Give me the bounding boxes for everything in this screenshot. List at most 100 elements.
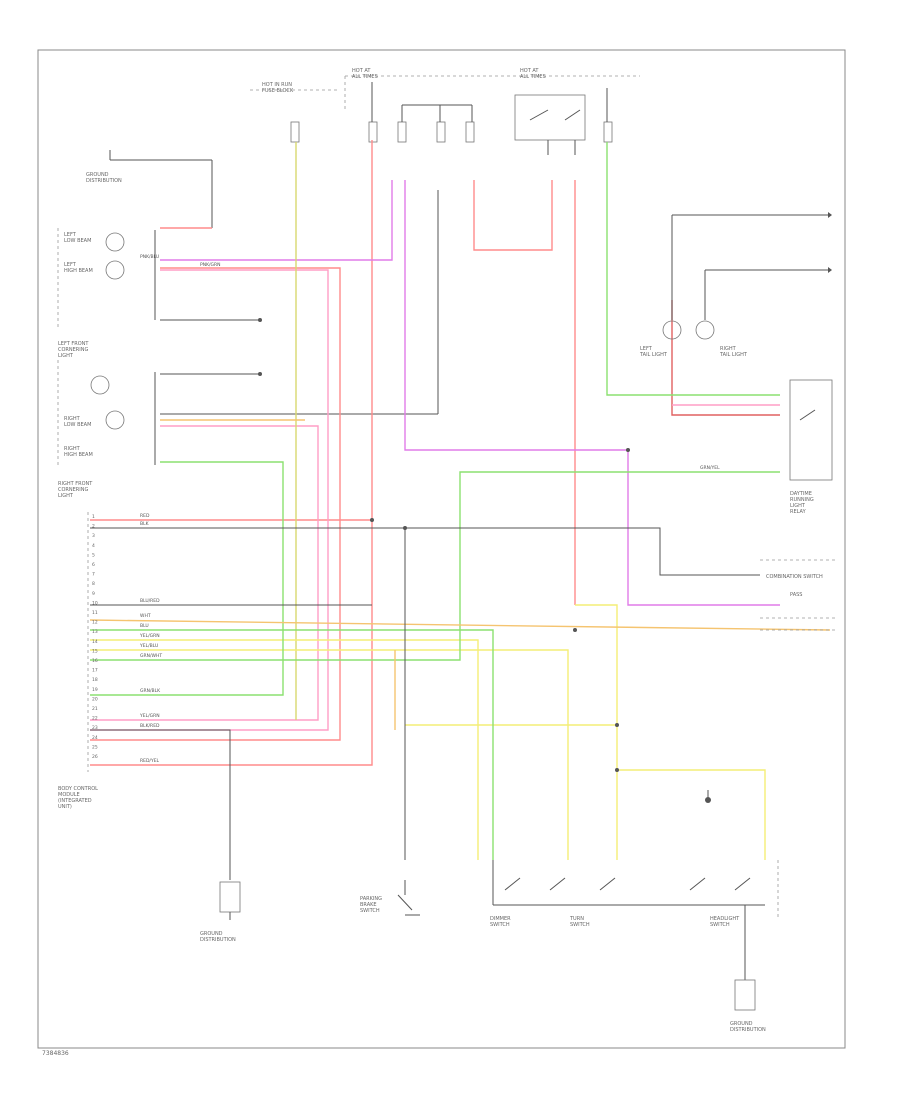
ecu-pin-label: 7 [92,572,95,578]
lamp-left-low-icon [105,232,125,252]
ecu-pin-label: 25 [92,744,98,750]
pass-label: PASS [790,592,802,598]
wire-label: BLK [140,521,150,527]
ecu-pin-label: 6 [92,562,95,568]
wire-label: WHT [140,613,151,619]
ecu-pin-label: 11 [92,610,98,616]
wire-label: BLU [140,623,149,629]
ecu-pin-label: 21 [92,706,98,712]
wire-label: PNK/BLU [140,254,159,260]
ecu-pin-label: 20 [92,696,98,702]
ecu-pin-label: 4 [92,543,95,549]
ecu-pin-label: 26 [92,754,98,760]
wire-pink-2 [90,425,319,721]
wire-yellow-mid [575,604,618,860]
tail-left-icon [662,320,682,340]
ecu-pin-label: 16 [92,658,98,664]
tail-right-icon [695,320,715,340]
wire-label: RED/YEL [140,758,160,764]
ecu-pin-label: 17 [92,668,98,674]
ecu-pin-label: 10 [92,600,98,606]
ecu-pin-label: 14 [92,639,98,645]
wire-yellow-2 [90,649,569,860]
wire-label: BLK/RED [140,723,160,729]
wire-magenta-3 [627,450,780,606]
wire-yellow-right [617,769,766,860]
ecu-pin-label: 22 [92,716,98,722]
wire-red-tail [671,300,780,416]
ecu-pin-label: 23 [92,725,98,731]
combination-switch-label: COMBINATION SWITCH [766,574,823,580]
wire-red-relay [473,180,553,251]
wire-green-lamp [90,461,284,696]
wire-yellow-ecu [90,639,479,860]
wire-gray-1 [90,527,760,576]
ecu-pin-labels: 1234567891011121314151617181920212223242… [92,514,98,760]
ecu-pin-label: 19 [92,687,98,693]
diagram-frame [37,49,846,1049]
ecu-pin-label: 8 [92,581,95,587]
wire-label: YEL/BLU [139,643,158,649]
wire-green-right [606,142,780,396]
wire-label: YEL/GRN [139,633,160,639]
wire-pink-1 [90,269,329,731]
wire-gray-4 [90,729,231,880]
lamp-right-high-icon [105,410,125,430]
ecu-pin-label: 15 [92,648,98,654]
wire-label: GRN/YEL [700,465,720,471]
ecu-pin-label: 12 [92,620,98,626]
ecu-pin-label: 3 [92,533,95,539]
lamp-left-high-icon [105,260,125,280]
wire-red-fuse [90,140,373,766]
lamp-right-low-icon [90,375,110,395]
daytime-relay-box [789,379,833,481]
wire-magenta-1 [160,180,393,261]
wire-green-bottom [90,629,494,860]
ecu-pin-label: 2 [92,524,95,530]
ecu-pin-label: 24 [92,735,98,741]
ecu-pin-label: 18 [92,677,98,683]
wire-label: BLU/RED [140,598,160,604]
wire-magenta-2 [404,180,628,451]
wire-label: YEL/GRN [139,713,160,719]
wire-green-ecu [90,471,780,661]
wire-label: PNK/GRN [200,262,221,268]
ecu-pin-label: 5 [92,552,95,558]
wire-label: RED [140,513,150,519]
footer-code: 7384836 [42,1050,69,1057]
wire-label: GRN/BLK [140,688,161,694]
wire-red-pnk [90,267,341,741]
ecu-pin-label: 9 [92,591,95,597]
wire-label: GRN/WHT [140,653,162,659]
wire-orange-2 [89,619,831,631]
